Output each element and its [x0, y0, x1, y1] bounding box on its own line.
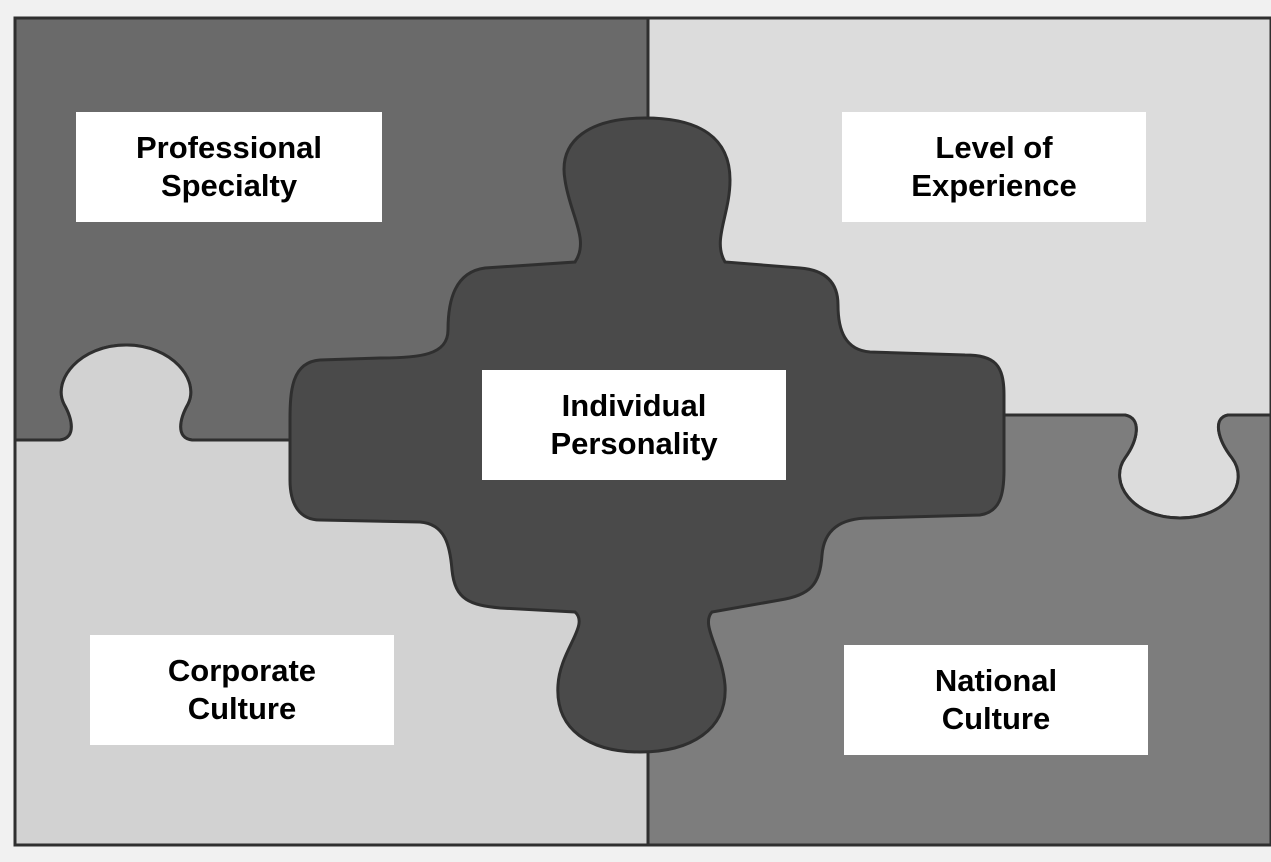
national-culture-label: National Culture	[844, 645, 1148, 755]
individual-personality-line1: Individual	[561, 388, 707, 423]
professional-specialty-label: Professional Specialty	[76, 112, 382, 222]
corporate-culture-label: Corporate Culture	[90, 635, 394, 745]
professional-specialty-line1: Professional	[135, 130, 323, 165]
level-of-experience-label: Level of Experience	[842, 112, 1146, 222]
level-of-experience-line1: Level of	[935, 130, 1053, 165]
individual-personality-label: Individual Personality	[482, 370, 786, 480]
national-culture-line2: Culture	[941, 701, 1051, 736]
level-of-experience-line2: Experience	[911, 168, 1077, 203]
corporate-culture-line2: Culture	[187, 691, 297, 726]
national-culture-line1: National	[934, 663, 1058, 698]
individual-personality-line2: Personality	[550, 426, 718, 461]
professional-specialty-line2: Specialty	[160, 168, 298, 203]
corporate-culture-line1: Corporate	[167, 653, 317, 688]
